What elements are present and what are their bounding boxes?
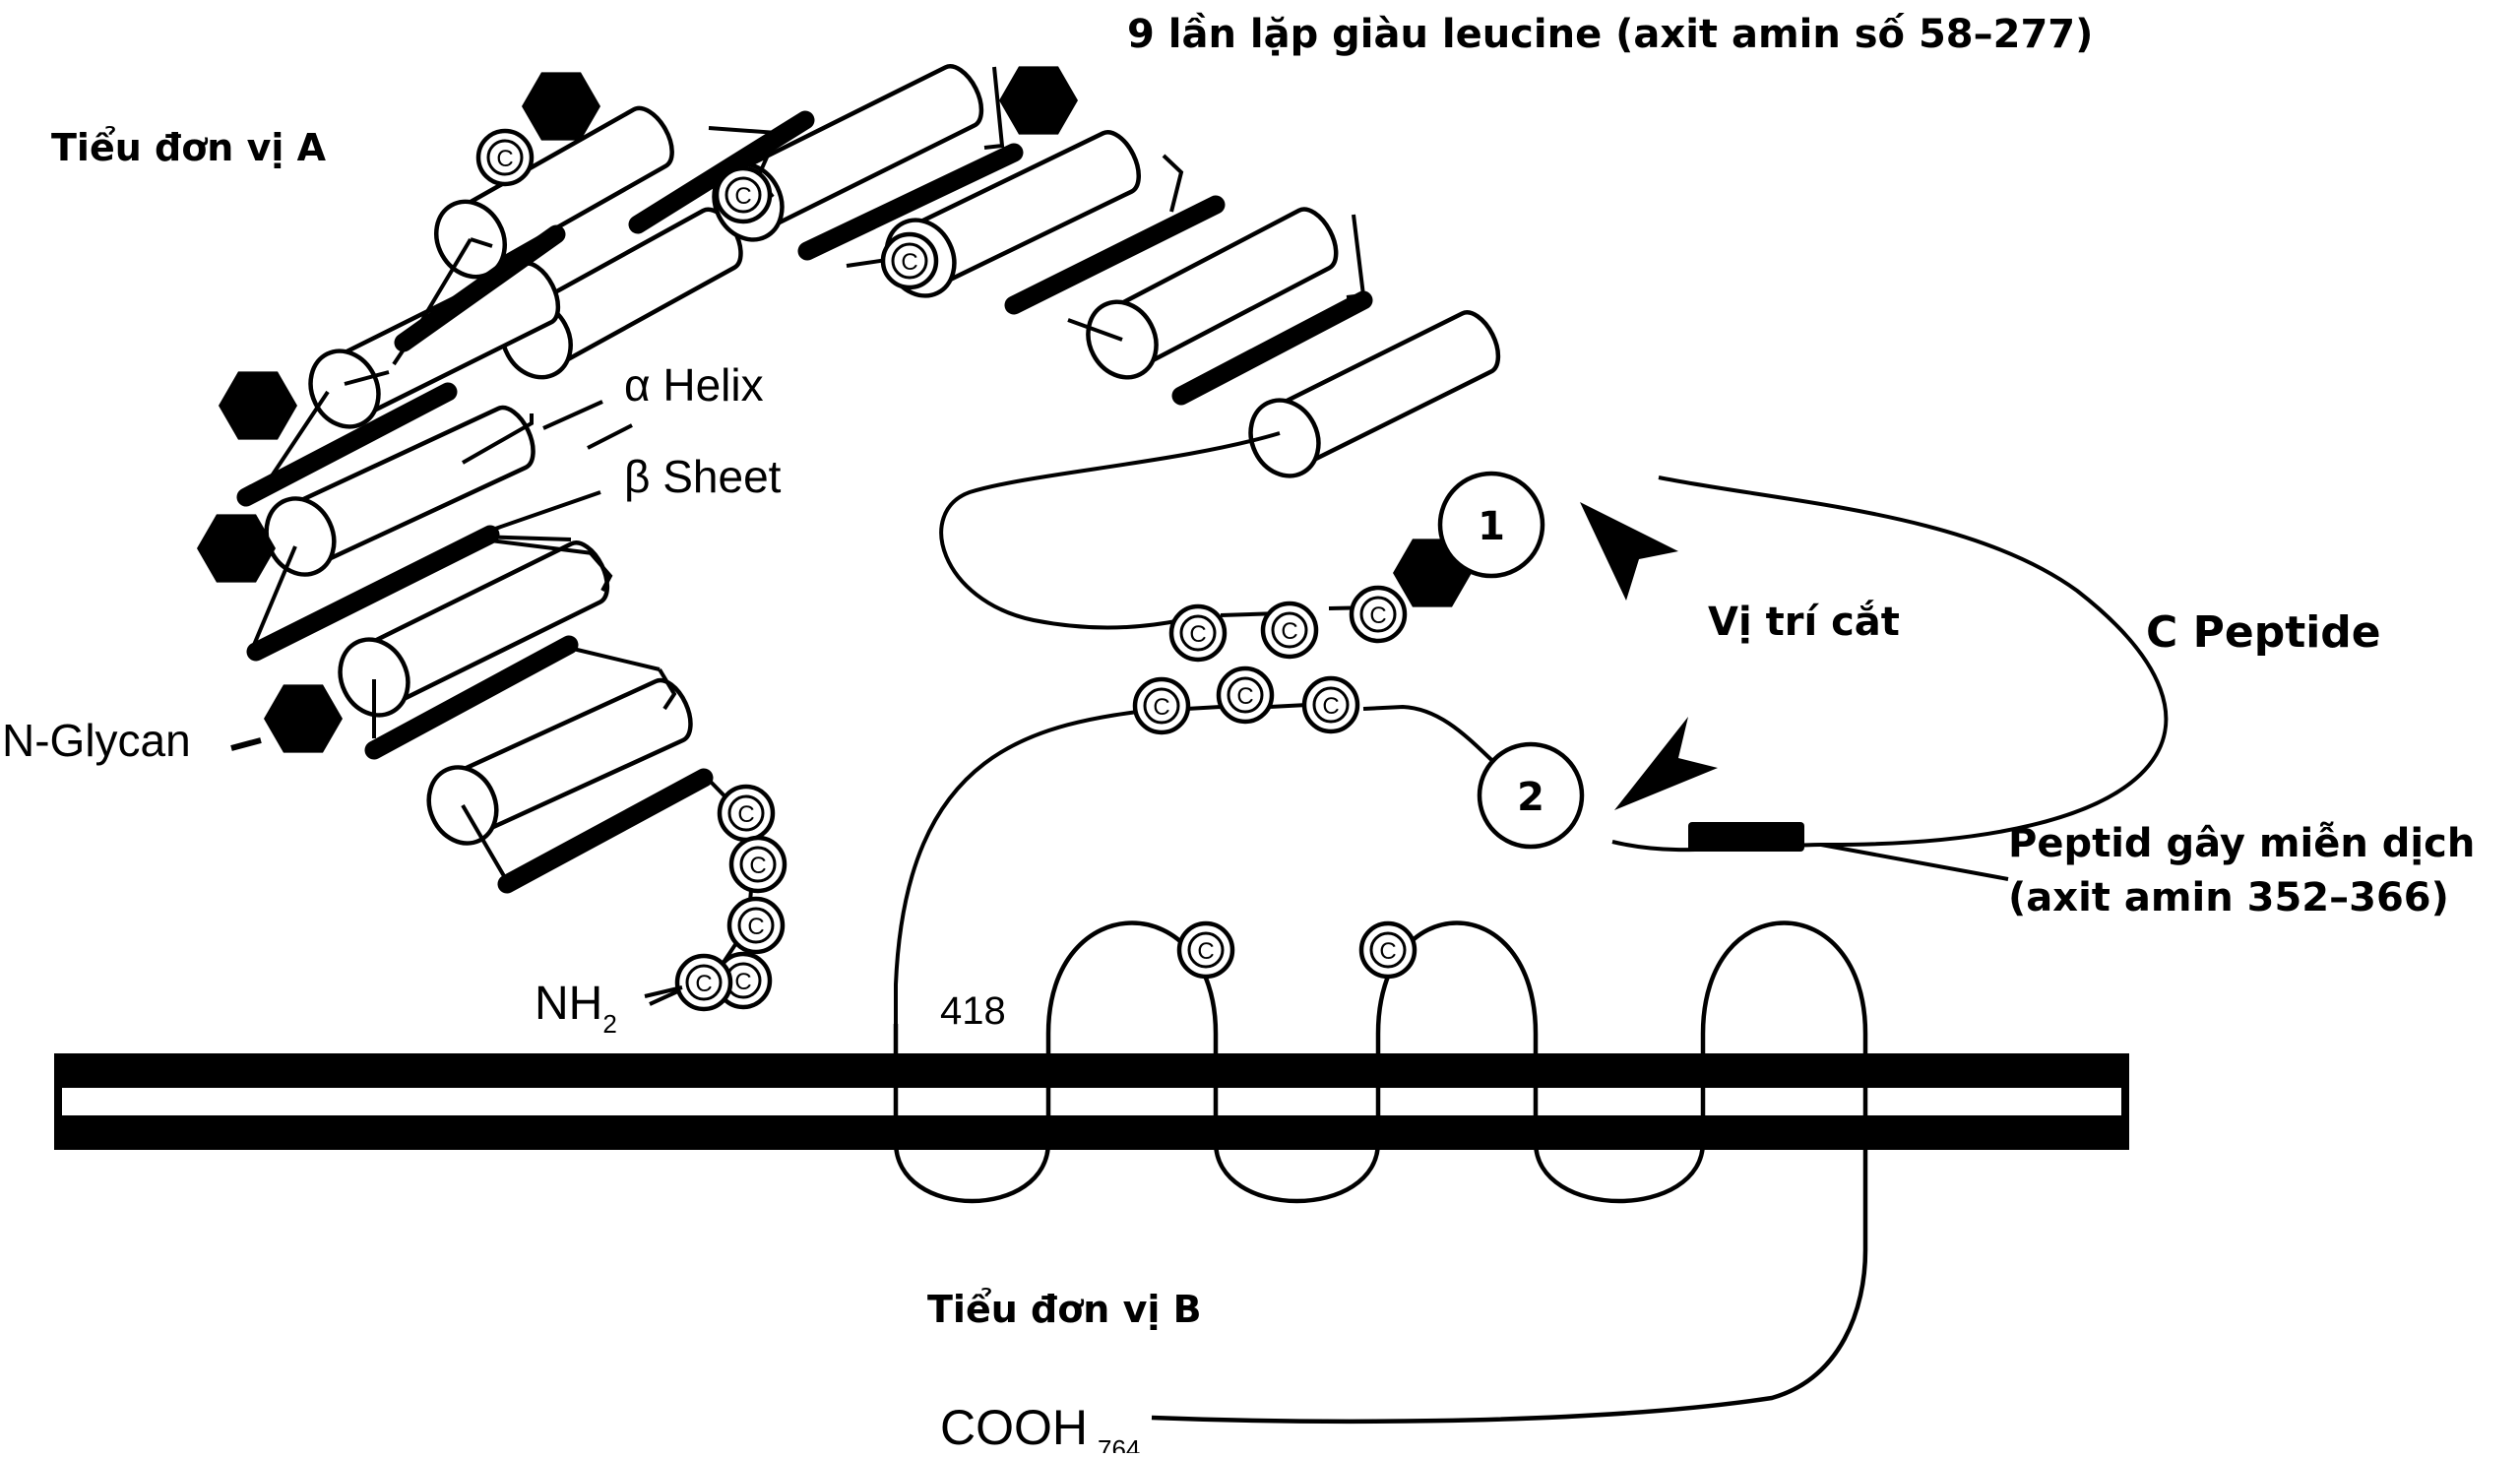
alpha-helix-cylinder [338,540,610,718]
svg-text:C: C [734,969,751,995]
membrane-inner-layer [62,1088,2121,1115]
n-glycan-pointer [230,737,262,751]
backbone-connectors [252,66,2169,1024]
cleavage-arrowhead-icon [1614,717,1718,810]
subunit-b-label: Tiểu đơn vị B [927,1288,1202,1331]
beta-sheet [497,768,714,894]
alpha-helix-pointer [542,400,603,430]
cysteine-residue: C [674,953,733,1012]
svg-text:C: C [747,914,764,940]
beta-sheet-pointer [472,490,601,539]
immunogenic-peptide-marker [1688,822,1804,852]
n-glycan-hexagon-icon [999,66,1078,135]
cleavage-site-2-label: 2 [1517,775,1544,820]
n-glycan-label: N-Glycan [2,715,191,766]
n-glycan-hexagon-icon [219,371,297,440]
svg-text:C: C [496,146,513,172]
beta-sheet [236,382,458,507]
cysteine-residue: C [1349,585,1408,644]
svg-text:C: C [1281,618,1297,645]
cysteine-residue: C [726,896,786,955]
alpha-helix-cylinder [1248,310,1501,478]
residue-418-label: 418 [940,989,1006,1033]
cysteine-residue: C [1358,920,1418,980]
cysteine-residue: C [880,231,939,290]
cell-membrane [54,1053,2129,1150]
cysteine-residue: C [714,165,773,224]
svg-text:C: C [1369,602,1386,629]
beta-sheet-bars [236,110,1373,894]
transmembrane-loops [893,920,1868,1425]
svg-text:C: C [1189,621,1206,648]
svg-text:C: C [737,801,754,828]
cysteine-residue: C [717,784,776,843]
cleavage-arrowhead-icon [1580,502,1678,601]
beta-sheet [1171,290,1373,406]
svg-text:C: C [901,249,917,276]
alpha-helix-cylinder [264,405,536,577]
svg-text:C: C [1322,693,1339,720]
svg-text:C: C [1153,694,1169,721]
svg-text:C: C [734,183,751,210]
svg-text:C: C [1379,938,1396,965]
immunogenic-peptide-label: Peptid gây miễn dịch [2008,821,2475,866]
cysteine-residue: C [1132,676,1191,735]
alpha-helix-cylinder [1086,207,1339,380]
n-glycan-hexagon-icon [197,514,276,583]
svg-text:C: C [695,971,712,997]
svg-text:C: C [749,853,766,879]
cysteine-residue: C [1168,603,1228,663]
subunit-a-label: Tiểu đơn vị A [51,126,327,169]
alpha-helix-cylinders [264,64,1501,846]
nh2-label: NH2 [535,978,617,1039]
cysteine-residue: C [1216,666,1275,725]
cleavage-site-1-label: 1 [1478,504,1505,549]
svg-text:C: C [1236,683,1253,710]
beta-sheet-label: β Sheet [624,451,782,502]
n-glycan-hexagon-icon [264,684,343,753]
cysteine-residue: C [1260,601,1319,660]
cysteine-residue: C [1176,920,1235,980]
cleavage-label: Vị trí cắt [1708,599,1900,645]
n-glycan-sites [197,66,1472,753]
beta-sheet [797,143,1024,261]
cleavage-sites: 1 2 [1437,471,1804,852]
c-peptide-label: C Peptide [2146,607,2381,658]
immunogenic-peptide-range: (axit amin 352–366) [2008,875,2449,920]
beta-sheet [394,224,566,352]
diagram-title: 9 lần lặp giàu leucine (axit amin số 58–… [1127,12,2093,57]
n-glycan-hexagon-icon [522,72,600,141]
beta-sheet [364,635,579,760]
nh2-pointer [644,985,683,998]
cleavage-site-2-marker [1477,741,1585,850]
cleavage-site-1-marker [1437,471,1545,579]
cysteine-residue: C [728,835,788,894]
cysteine-residue: C [475,128,535,187]
alpha-helix-label: α Helix [624,359,764,411]
alpha-helix-cylinder [308,261,561,429]
svg-text:C: C [1197,938,1214,965]
cysteine-residue: C [1301,675,1360,734]
beta-sheet [246,525,500,662]
beta-sheet [1004,195,1226,315]
